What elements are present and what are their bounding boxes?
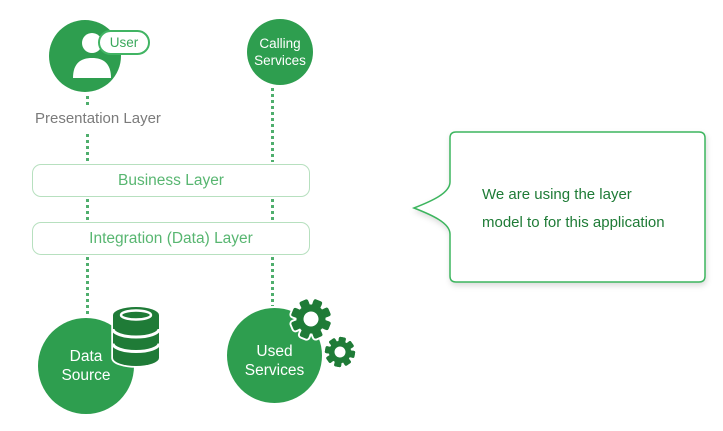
gear-small-icon: [323, 335, 357, 369]
used-services-label: Used Services: [245, 342, 304, 380]
calling-services-node: Calling Services: [247, 19, 313, 85]
connector-integration-to-data-source: [86, 257, 89, 316]
used-services-line2: Services: [244, 361, 305, 379]
connector-integration-to-used-services: [271, 257, 274, 306]
business-layer-label: Business Layer: [118, 171, 224, 189]
integration-layer-box: Integration (Data) Layer: [32, 222, 310, 255]
callout-line1: We are using the layer: [482, 186, 632, 203]
callout-text: We are using the layer model to for this…: [482, 181, 712, 237]
calling-services-line1: Calling: [259, 36, 301, 51]
data-source-line2: Source: [61, 367, 111, 384]
database-icon: [111, 306, 161, 368]
gear-large-icon: [289, 297, 333, 341]
integration-layer-label: Integration (Data) Layer: [89, 229, 253, 247]
used-services-line1: Used: [256, 342, 293, 360]
callout-line2: model to for this application: [482, 214, 665, 231]
gears-icon: [289, 297, 357, 369]
connector-business-to-integration-right: [271, 199, 274, 220]
connector-presentation-to-business: [86, 134, 89, 162]
user-badge-label: User: [109, 35, 139, 50]
data-source-line1: Data: [69, 348, 103, 365]
callout-bubble: [411, 131, 706, 283]
presentation-layer-label: Presentation Layer: [35, 110, 161, 127]
business-layer-box: Business Layer: [32, 164, 310, 197]
connector-business-to-integration-left: [86, 199, 89, 220]
user-badge: User: [98, 30, 150, 55]
data-source-label: Data Source: [61, 347, 110, 385]
connector-user-to-presentation: [86, 96, 89, 108]
connector-calling-to-business: [271, 88, 274, 162]
calling-services-line2: Services: [254, 53, 306, 68]
user-icon: [73, 33, 111, 78]
calling-services-label: Calling Services: [254, 35, 306, 69]
